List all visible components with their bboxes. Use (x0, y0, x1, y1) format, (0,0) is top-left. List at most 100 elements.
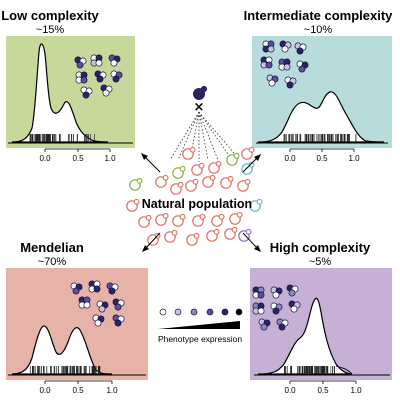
population-cell (185, 178, 199, 192)
population-cell (126, 198, 140, 212)
cell-dot (290, 305, 298, 313)
panel-high-tick-2: 1.0 (350, 386, 362, 395)
cross-icon: × (194, 100, 205, 115)
panel-high-percent: ~5% (309, 256, 332, 268)
arrow-head-high (254, 245, 261, 252)
panel-high-density-tail (335, 365, 353, 375)
cell-dot (114, 319, 122, 327)
panel-intermediate-cell-cluster (260, 40, 309, 89)
cell-dot (286, 81, 294, 89)
panel-low-rug (29, 134, 95, 142)
population-cell (211, 213, 225, 227)
population-cell (164, 229, 178, 243)
panel-low-complexity: Low complexity ~15% 0.0 0.5 1.0 (1, 8, 135, 163)
legend-dot (159, 308, 167, 316)
cell-dot (94, 319, 102, 327)
panel-mendelian-tick-1: 0.5 (72, 386, 84, 395)
population-cell (224, 226, 238, 240)
cell-dot (108, 287, 116, 295)
population-cell (226, 152, 240, 166)
arrow-to-mendelian (144, 232, 161, 250)
cell-dot (95, 59, 103, 67)
population-cell (129, 177, 143, 191)
cell-dot (260, 323, 268, 331)
cell-dot (110, 59, 118, 67)
population-cell (172, 213, 186, 227)
panel-low-tick-1: 0.5 (72, 154, 84, 163)
panel-intermediate-complexity: Intermediate complexity ~10% 0.0 0.5 1.0 (244, 8, 394, 163)
population-cell (208, 160, 222, 174)
population-cell (192, 213, 206, 227)
cross-node: × (169, 85, 241, 162)
panel-high-cell-cluster (252, 284, 301, 331)
arrow-head-mendelian (142, 245, 149, 252)
panel-intermediate-density-curve (257, 91, 385, 143)
arrow-to-high (242, 232, 259, 250)
population-cell (220, 175, 234, 189)
legend-dot (235, 308, 243, 316)
population-cell (138, 214, 152, 228)
cell-dot (83, 301, 91, 309)
legend-dots (159, 308, 243, 316)
legend-dot (206, 308, 214, 316)
panel-mendelian-tick-2: 1.0 (106, 386, 118, 395)
cell-dot (288, 289, 296, 297)
cell-dot (278, 323, 286, 331)
arrow-to-low (143, 155, 161, 173)
cell-dot (112, 75, 120, 83)
cell-dot (80, 76, 88, 84)
arrow-to-intermediate (242, 156, 259, 173)
cell-dot (257, 291, 265, 299)
population-cell (182, 146, 196, 160)
panel-mendelian-tick-0: 0.0 (39, 386, 51, 395)
cell-dot (98, 305, 106, 313)
panel-high-rug (284, 366, 335, 374)
cell-dot (296, 47, 304, 55)
legend-dot (190, 308, 198, 316)
panel-low-axis: 0.0 0.5 1.0 (39, 148, 116, 163)
panel-low-tick-0: 0.0 (39, 154, 51, 163)
panel-high-title: High complexity (270, 240, 371, 255)
legend-dot (221, 308, 229, 316)
population-cell (206, 228, 220, 242)
panel-intermediate-tick-2: 1.0 (348, 154, 360, 163)
cell-dot (82, 91, 90, 99)
arrow-head-intermediate (254, 154, 261, 161)
dotted-line (169, 111, 200, 161)
panel-intermediate-rug (283, 134, 357, 142)
population-cell (186, 232, 200, 246)
panel-mendelian-cell-cluster (70, 280, 125, 327)
panel-high-density-curve (257, 297, 353, 375)
population-cell (241, 161, 255, 175)
panel-mendelian-rug (29, 366, 101, 374)
dotted-line (198, 111, 241, 161)
panel-low-tick-2: 1.0 (104, 154, 116, 163)
panel-mendelian-axis: 0.0 0.5 1.0 (39, 380, 118, 395)
cell-dot (76, 61, 84, 69)
population-cell (155, 212, 169, 226)
panel-intermediate-tick-1: 0.5 (316, 154, 328, 163)
dotted-line (198, 111, 219, 161)
dotted-line (198, 111, 233, 161)
population-cell (229, 211, 243, 225)
panel-low-title: Low complexity (1, 8, 99, 23)
cell-dot (114, 303, 122, 311)
panel-high-axis: 0.0 0.5 1.0 (284, 380, 362, 395)
cell-dot (93, 285, 101, 293)
phenotype-legend: Phenotype expression (158, 308, 243, 344)
cell-dot (102, 89, 110, 97)
panel-intermediate-tick-0: 0.0 (284, 154, 296, 163)
natural-population-label: Natural population (142, 197, 252, 211)
cross-dotted-lines (169, 111, 241, 162)
panel-mendelian: Mendelian ~70% 0.0 0.5 1.0 (6, 240, 148, 395)
cell-dot (257, 307, 265, 315)
cell-dot (298, 65, 306, 73)
panel-mendelian-percent: ~70% (38, 256, 67, 268)
panel-mendelian-title: Mendelian (20, 240, 84, 255)
legend-label: Phenotype expression (158, 334, 242, 344)
cell-dot (267, 45, 275, 53)
panel-intermediate-percent: ~10% (304, 24, 333, 36)
legend-wedge (158, 321, 240, 329)
cell-dot (72, 287, 80, 295)
